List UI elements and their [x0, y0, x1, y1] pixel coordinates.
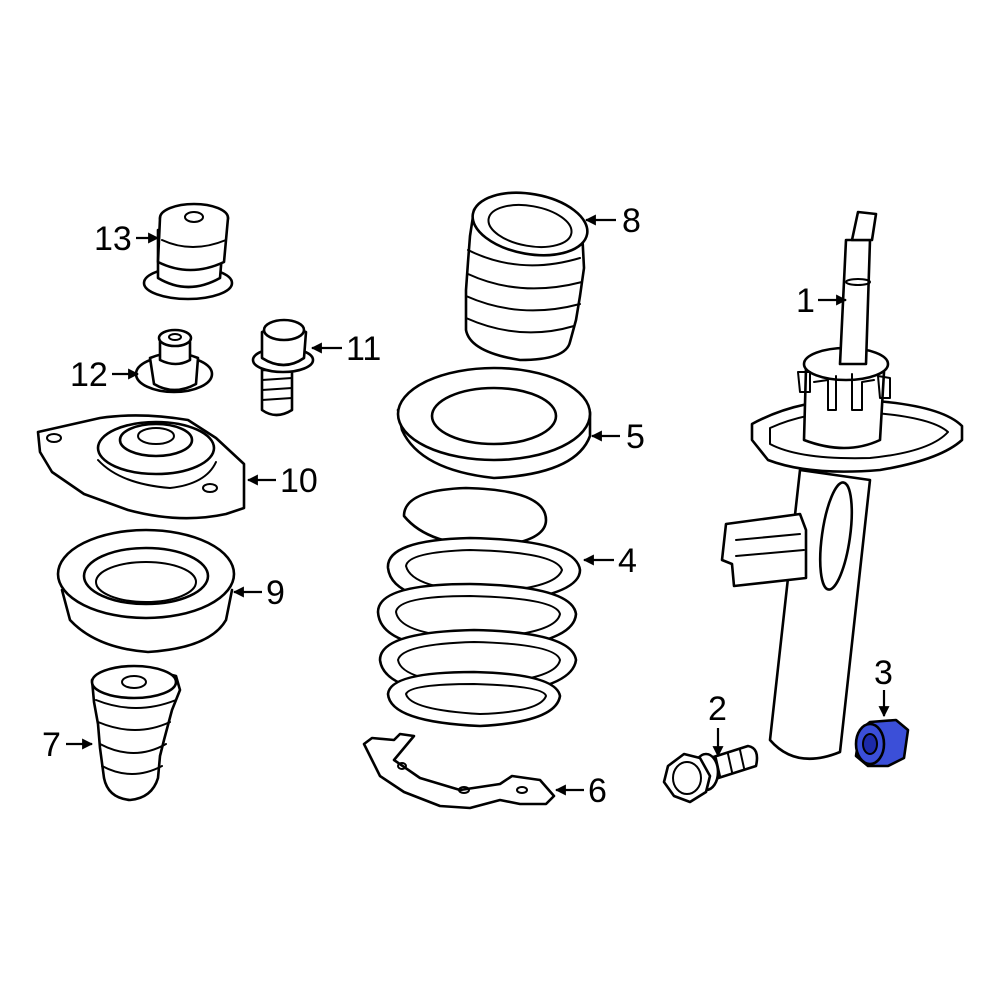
part-1-strut-assembly[interactable] — [720, 210, 964, 761]
part-5-insulator[interactable] — [396, 366, 592, 480]
part-9-spring-seat[interactable] — [56, 528, 236, 654]
part-11-bolt[interactable] — [251, 318, 315, 417]
callout-7[interactable]: 7 — [42, 726, 61, 764]
part-6-lower-bracket[interactable] — [362, 732, 556, 810]
part-3-flange-nut[interactable] — [854, 718, 910, 768]
part-8-dust-boot[interactable] — [464, 184, 592, 362]
callout-9[interactable]: 9 — [266, 574, 285, 612]
callout-5[interactable]: 5 — [626, 418, 645, 456]
callout-1[interactable]: 1 — [796, 282, 815, 320]
part-2-bolt[interactable] — [662, 744, 759, 804]
callout-13[interactable]: 13 — [94, 220, 132, 258]
part-13-isolator[interactable] — [142, 202, 234, 301]
callout-6[interactable]: 6 — [588, 772, 607, 810]
callout-11[interactable]: 11 — [346, 330, 381, 368]
part-7-bump-stop[interactable] — [90, 664, 182, 802]
callout-4[interactable]: 4 — [618, 542, 637, 580]
callout-3[interactable]: 3 — [874, 654, 893, 692]
part-4-coil-spring[interactable] — [376, 486, 582, 728]
callout-arrows — [66, 214, 890, 796]
callout-8[interactable]: 8 — [622, 202, 641, 240]
part-12-nut[interactable] — [134, 328, 214, 394]
part-10-mount-plate[interactable] — [36, 414, 246, 520]
callout-10[interactable]: 10 — [280, 462, 318, 500]
callout-labels: 13 12 11 10 9 7 8 5 4 6 1 2 3 — [42, 202, 893, 810]
callout-2[interactable]: 2 — [708, 690, 727, 728]
callout-12[interactable]: 12 — [70, 356, 108, 394]
